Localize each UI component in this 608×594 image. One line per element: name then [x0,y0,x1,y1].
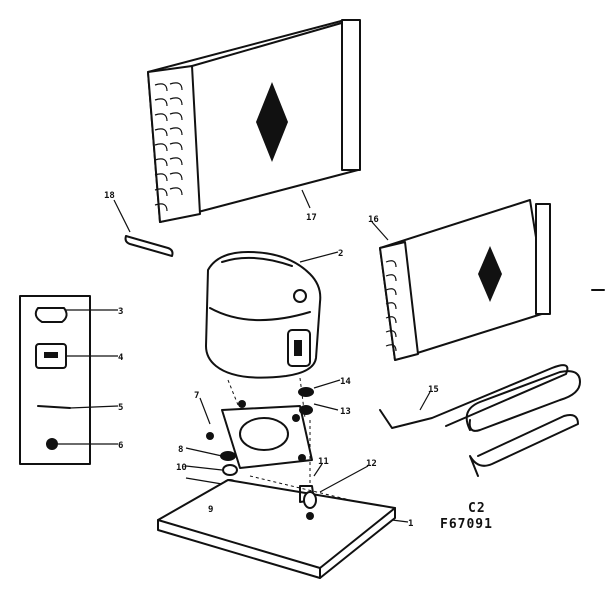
caption-code: C2 [468,501,486,516]
compressor-bracket [206,400,313,469]
label-16: 16 [368,215,379,225]
small-parts-panel [19,295,91,465]
label-15: 15 [428,385,439,395]
part-labels: 1 2 3 4 5 6 7 8 9 10 11 12 13 14 15 16 1… [104,191,439,529]
label-2: 2 [338,249,343,259]
label-14: 14 [340,377,351,387]
leader-lines [58,189,431,523]
label-13: 13 [340,407,351,417]
label-17: 17 [306,213,317,223]
label-11: 11 [318,457,329,467]
tubing [113,199,581,477]
label-3: 3 [118,307,123,317]
evaporator-coil [379,199,551,361]
label-1: 1 [408,519,413,529]
label-9: 9 [208,505,213,515]
label-7: 7 [194,391,199,401]
condenser-coil [147,19,361,223]
label-18: 18 [104,191,115,201]
label-4: 4 [118,353,124,363]
label-6: 6 [118,441,123,451]
label-5: 5 [118,403,123,413]
base-plate [157,420,396,579]
label-8: 8 [178,445,183,455]
diagram-caption: C2 F67091 [440,501,493,532]
label-12: 12 [366,459,377,469]
compressor [205,251,322,419]
caption-number: F67091 [440,517,493,532]
label-10: 10 [176,463,187,473]
